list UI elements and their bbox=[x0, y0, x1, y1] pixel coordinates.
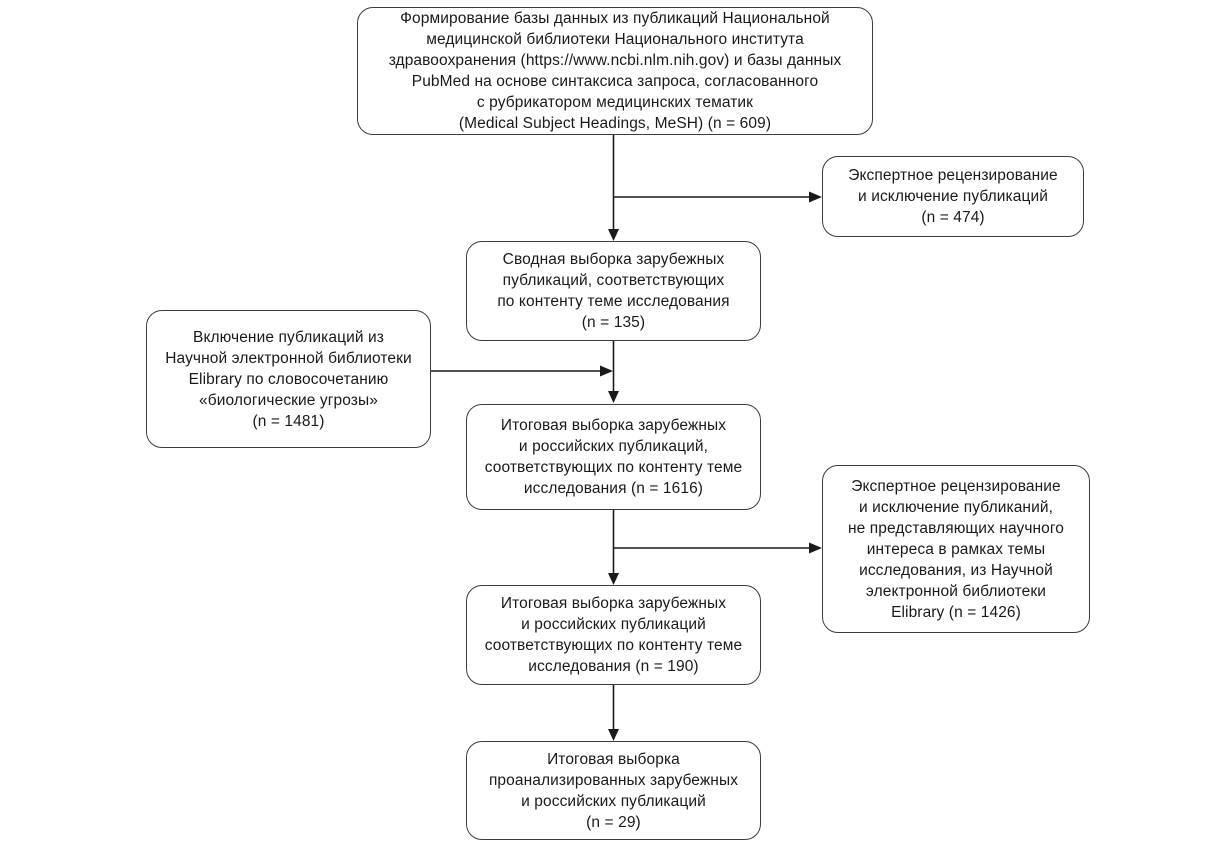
flow-box-pubmed-source: Формирование базы данных из публикаций Н… bbox=[357, 7, 873, 135]
flow-box-expert-review-2-text: Экспертное рецензирование и исключение п… bbox=[847, 477, 1065, 621]
flow-box-combined-total: Итоговая выборка зарубежных и российских… bbox=[466, 404, 761, 510]
flow-box-final-analyzed-text: Итоговая выборка проанализированных зару… bbox=[488, 750, 739, 831]
arrowhead-source-to-summary bbox=[608, 229, 619, 241]
flow-box-combined-relevant: Итоговая выборка зарубежных и российских… bbox=[466, 585, 761, 685]
flow-box-combined-total-text: Итоговая выборка зарубежных и российских… bbox=[484, 417, 743, 497]
arrowhead-to-expert-review-2 bbox=[809, 542, 822, 554]
arrowhead-relevant-to-final bbox=[608, 729, 619, 741]
flow-box-summary-foreign-text: Сводная выборка зарубежных публикаций, с… bbox=[497, 251, 730, 331]
flow-box-expert-review-2: Экспертное рецензирование и исключение п… bbox=[822, 465, 1090, 633]
flow-box-pubmed-source-text: Формирование базы данных из публикаций Н… bbox=[388, 10, 842, 132]
flow-box-final-analyzed: Итоговая выборка проанализированных зару… bbox=[466, 741, 761, 840]
arrowhead-summary-to-combined bbox=[608, 391, 619, 403]
arrowhead-elibrary-join bbox=[600, 365, 613, 377]
flow-box-combined-relevant-text: Итоговая выборка зарубежных и российских… bbox=[484, 595, 743, 675]
arrowhead-combined-to-relevant bbox=[608, 573, 619, 585]
flow-box-elibrary-inclusion-text: Включение публикаций из Научной электрон… bbox=[165, 328, 412, 430]
arrowhead-to-expert-review-1 bbox=[809, 191, 822, 203]
flow-box-expert-review-1-text: Экспертное рецензирование и исключение п… bbox=[848, 167, 1058, 226]
flow-box-elibrary-inclusion: Включение публикаций из Научной электрон… bbox=[146, 310, 431, 448]
flow-box-summary-foreign: Сводная выборка зарубежных публикаций, с… bbox=[466, 241, 761, 341]
flow-box-expert-review-1: Экспертное рецензирование и исключение п… bbox=[822, 156, 1084, 237]
